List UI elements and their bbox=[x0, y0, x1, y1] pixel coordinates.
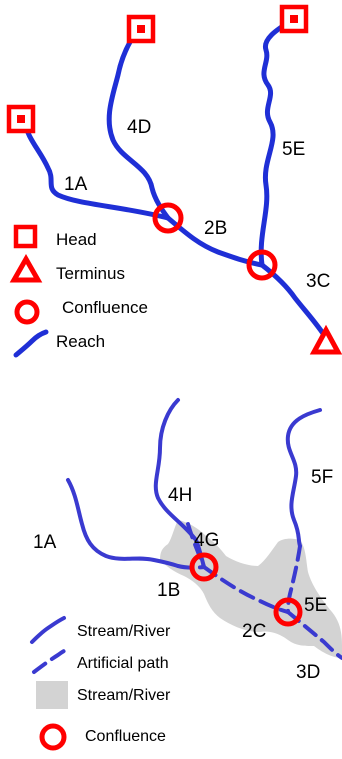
top-diagram: 1A 4D 5E 2B 3C Head Terminus Confluence … bbox=[6, 4, 342, 358]
reach-label: 3D bbox=[296, 662, 320, 683]
legend-artificial-label: Artificial path bbox=[77, 655, 169, 672]
legend-reach-label: Reach bbox=[56, 332, 105, 351]
legend-reach-symbol bbox=[13, 329, 49, 358]
reach-label: 2B bbox=[204, 218, 227, 239]
bottom-legend: Stream/River Artificial path Stream/Rive… bbox=[30, 616, 171, 751]
head-marker bbox=[279, 4, 309, 34]
reach-label: 2C bbox=[242, 621, 266, 642]
top-legend: Head Terminus Confluence Reach bbox=[9, 224, 148, 358]
reach-label: 4G bbox=[194, 530, 219, 551]
legend-head-symbol bbox=[13, 224, 38, 249]
reach-label: 1A bbox=[33, 532, 57, 553]
legend-confluence-symbol bbox=[14, 299, 40, 325]
reach-label: 4D bbox=[127, 117, 151, 138]
reach-5e-line bbox=[258, 17, 295, 268]
reach-label: 1A bbox=[64, 174, 88, 195]
confluence-marker bbox=[189, 552, 219, 582]
reach-label: 1B bbox=[157, 580, 180, 601]
reach-label: 4H bbox=[168, 485, 192, 506]
bottom-diagram: 4H 5F 1A 4G 1B 5E 2C 3D Stream/River Art… bbox=[30, 398, 342, 751]
reach-1a-line bbox=[21, 117, 171, 221]
reach-4d-line bbox=[106, 25, 171, 221]
legend-confluence-symbol bbox=[39, 723, 67, 751]
legend-stream-label: Stream/River bbox=[77, 623, 171, 640]
confluence-marker bbox=[152, 202, 184, 234]
stream-5f-line bbox=[285, 408, 322, 548]
reach-label: 5F bbox=[311, 467, 333, 488]
reach-label: 5E bbox=[282, 139, 305, 160]
confluence-marker bbox=[246, 249, 278, 281]
legend-stream-symbol bbox=[30, 616, 66, 644]
legend-waterbody-label: Stream/River bbox=[77, 687, 171, 704]
head-marker bbox=[126, 14, 156, 44]
legend-artificial-symbol bbox=[32, 648, 68, 674]
artificial-path-2c bbox=[202, 565, 290, 614]
legend-confluence-label: Confluence bbox=[85, 728, 166, 745]
stream-4h-line bbox=[153, 398, 206, 569]
legend-confluence-label: Confluence bbox=[62, 298, 148, 317]
stream-1a-line bbox=[66, 478, 180, 568]
legend-waterbody-symbol bbox=[36, 681, 68, 709]
legend-head-label: Head bbox=[56, 230, 97, 249]
terminus-marker bbox=[309, 324, 342, 355]
head-marker bbox=[6, 104, 36, 134]
reach-label: 5E bbox=[304, 595, 327, 616]
artificial-path-5e bbox=[286, 544, 302, 614]
artificial-path-4g bbox=[186, 522, 206, 569]
confluence-marker bbox=[273, 597, 303, 627]
reach-label: 3C bbox=[306, 271, 330, 292]
legend-terminus-label: Terminus bbox=[56, 264, 125, 283]
legend-terminus-symbol bbox=[9, 253, 43, 283]
